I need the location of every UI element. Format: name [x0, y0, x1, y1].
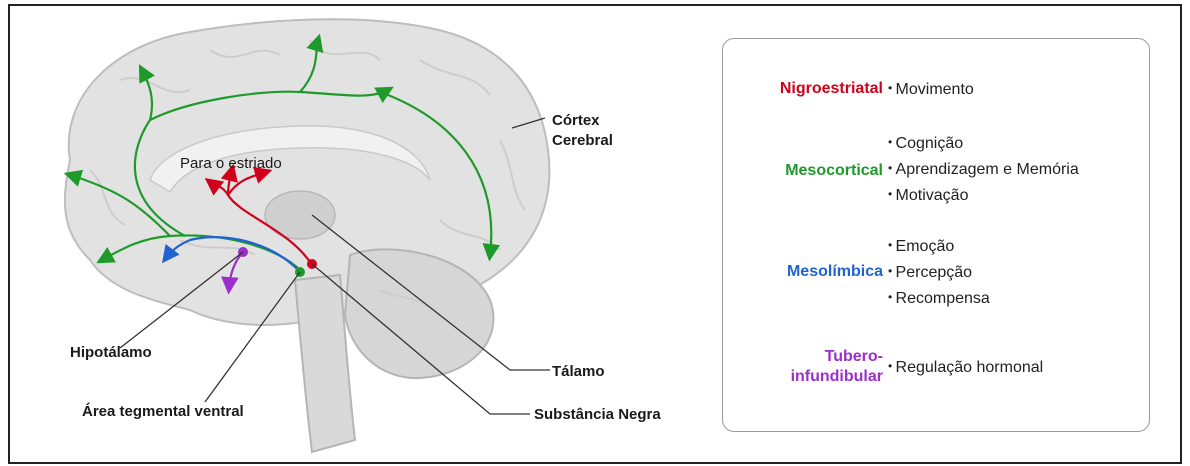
vta-label: Área tegmental ventral [82, 403, 244, 420]
pathway-effects: Regulação hormonal [888, 355, 1043, 381]
substantia-nigra-label: Substância Negra [534, 406, 661, 423]
effect-item: Recompensa [888, 286, 990, 312]
thalamus-label: Tálamo [552, 363, 605, 380]
pathway-name-text-line2: infundibular [723, 367, 883, 387]
effect-item: Emoção [888, 234, 990, 260]
cortex-label-line1: Córtex [552, 112, 600, 129]
pathway-name-text: Mesocortical [785, 162, 883, 179]
effect-item: Motivação [888, 183, 1079, 209]
pathway-name-tuberoinfundibular: Tubero- infundibular [723, 347, 883, 387]
effect-item: Aprendizagem e Memória [888, 157, 1079, 183]
pathway-effects: Emoção Percepção Recompensa [888, 234, 990, 312]
effect-item: Movimento [888, 77, 974, 103]
pathway-name-nigrostriatal: Nigroestriatal [723, 79, 883, 99]
pathway-name-text: Mesolímbica [787, 263, 883, 280]
pathway-name-mesocortical: Mesocortical [723, 161, 883, 181]
effect-item: Cognição [888, 131, 1079, 157]
pathway-effects: Cognição Aprendizagem e Memória Motivaçã… [888, 131, 1079, 209]
hypothalamus-label: Hipotálamo [70, 344, 152, 361]
pathway-name-mesolimbic: Mesolímbica [723, 262, 883, 282]
pathway-name-text-line1: Tubero- [723, 347, 883, 367]
pathways-legend: Nigroestriatal Movimento Mesocortical Co… [722, 38, 1150, 432]
striatum-label: Para o estriado [180, 155, 282, 172]
pathway-effects: Movimento [888, 77, 974, 103]
cortex-label-line2: Cerebral [552, 132, 613, 149]
effect-item: Regulação hormonal [888, 355, 1043, 381]
pathway-name-text: Nigroestriatal [780, 80, 883, 97]
effect-item: Percepção [888, 260, 990, 286]
